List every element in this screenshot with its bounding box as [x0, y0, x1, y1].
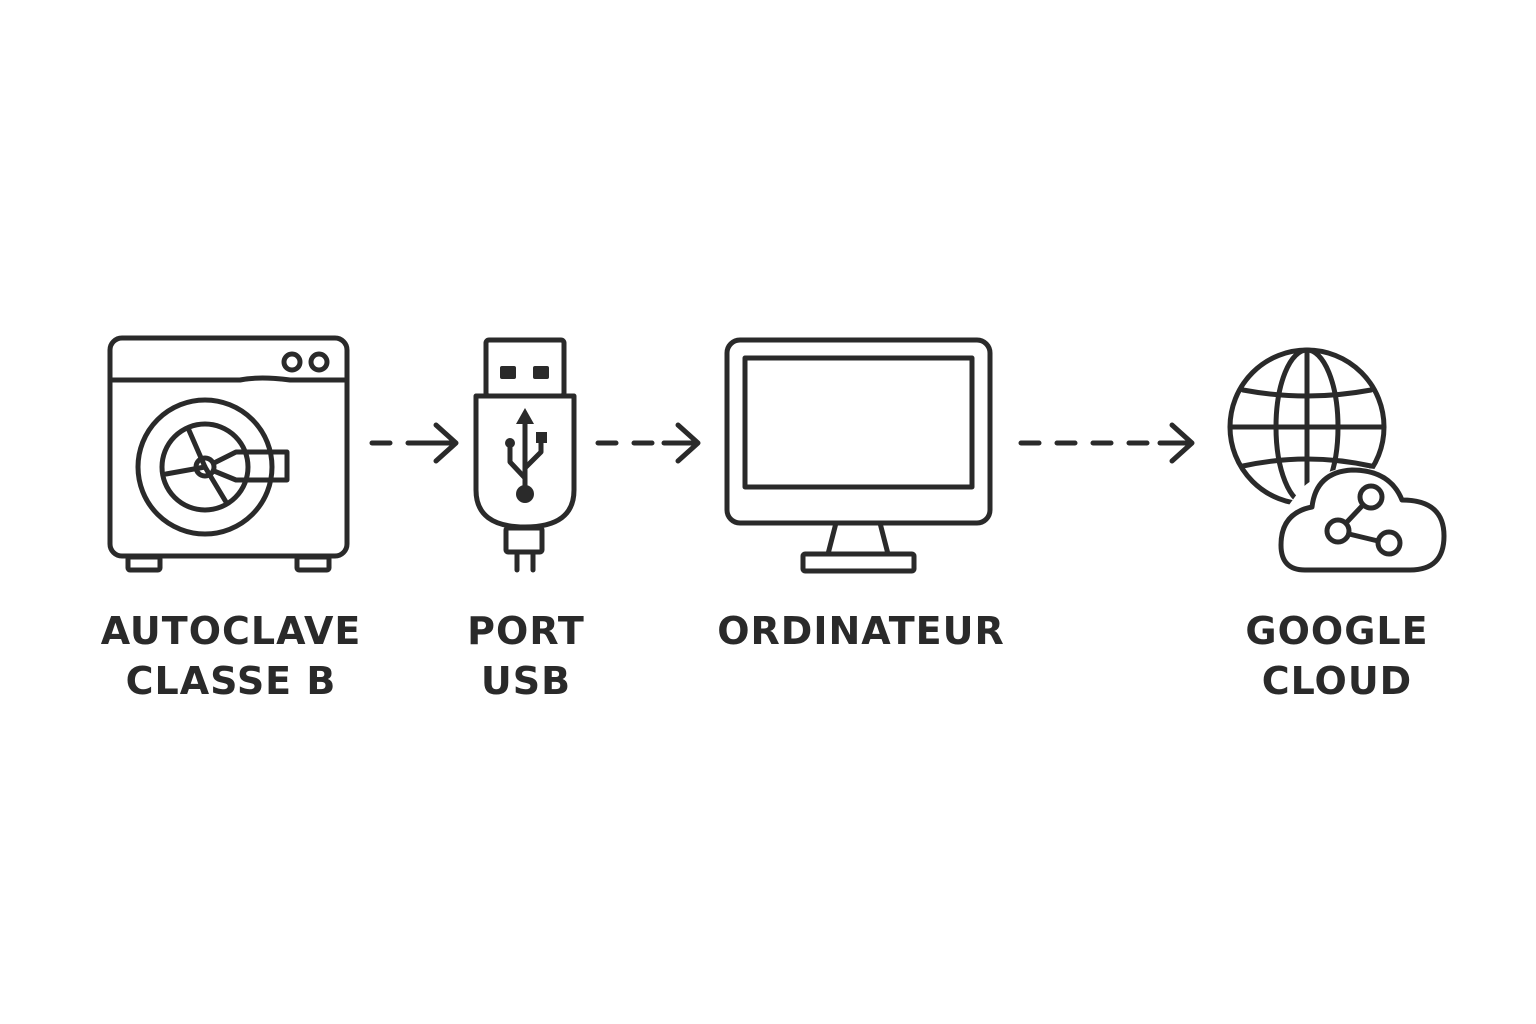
- globe-cloud-icon: [1227, 347, 1447, 573]
- label-autoclave-line-1: AUTOCLAVE: [101, 609, 362, 653]
- label-computer: ORDINATEUR: [717, 609, 1005, 653]
- flow-arrow-2: [595, 422, 701, 464]
- label-cloud-line-1: GOOGLE: [1245, 609, 1428, 653]
- flow-arrow-3: [1018, 422, 1195, 464]
- label-usb-line-1: PORT: [467, 609, 585, 653]
- label-usb-line-2: USB: [481, 659, 571, 703]
- label-cloud-line-2: CLOUD: [1262, 659, 1412, 703]
- autoclave-icon: [107, 335, 350, 573]
- flow-arrow-1: [369, 422, 459, 464]
- monitor-icon: [724, 337, 993, 574]
- label-autoclave-line-2: CLASSE B: [126, 659, 337, 703]
- usb-drive-icon: [473, 337, 577, 573]
